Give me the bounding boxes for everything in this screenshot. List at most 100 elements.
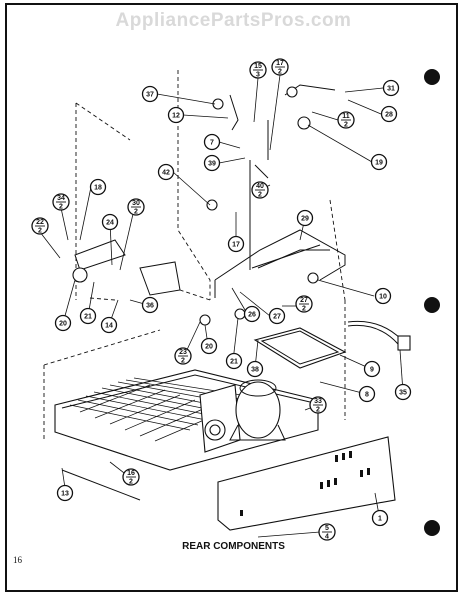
svg-text:23: 23 [179, 349, 187, 356]
svg-text:24: 24 [106, 220, 114, 227]
diagram-caption: REAR COMPONENTS [182, 541, 285, 552]
svg-text:21: 21 [84, 314, 92, 321]
cabinet-outline [43, 70, 346, 440]
svg-text:39: 39 [208, 161, 216, 168]
svg-text:12: 12 [172, 113, 180, 120]
svg-text:37: 37 [146, 92, 154, 99]
svg-text:7: 7 [210, 140, 214, 147]
svg-text:17: 17 [276, 60, 284, 67]
svg-text:2: 2 [59, 204, 63, 211]
svg-text:19: 19 [375, 160, 383, 167]
callout-1: 1 [371, 509, 389, 527]
callout-9: 9 [363, 360, 381, 378]
callout-17: 17 [227, 235, 245, 253]
svg-text:5: 5 [325, 525, 329, 532]
callout-30-2: 302 [127, 198, 145, 216]
svg-text:8: 8 [365, 392, 369, 399]
callout-15-3: 153 [249, 61, 267, 79]
callout-18: 18 [89, 178, 107, 196]
callout-27-2: 272 [295, 295, 313, 313]
svg-text:10: 10 [379, 294, 387, 301]
svg-text:22: 22 [36, 219, 44, 226]
svg-text:28: 28 [385, 112, 393, 119]
svg-text:2: 2 [181, 358, 185, 365]
callout-20a: 20 [54, 314, 72, 332]
svg-text:27: 27 [300, 297, 308, 304]
compressor [229, 379, 286, 441]
callout-26: 26 [243, 305, 261, 323]
svg-text:1: 1 [378, 516, 382, 523]
callout-22-2: 222 [31, 217, 49, 235]
page-number: 16 [13, 555, 22, 565]
callout-24: 24 [101, 213, 119, 231]
svg-text:2: 2 [302, 306, 306, 313]
callout-21a: 21 [79, 307, 97, 325]
callout-21b: 21 [225, 352, 243, 370]
svg-text:42: 42 [162, 170, 170, 177]
callout-39: 39 [203, 154, 221, 172]
callout-42: 42 [157, 163, 175, 181]
rear-wall-panel [214, 229, 346, 298]
svg-text:16: 16 [127, 470, 135, 477]
callout-11-2: 112 [337, 111, 355, 129]
callout-13: 13 [56, 484, 74, 502]
callout-37: 37 [141, 85, 159, 103]
svg-text:27: 27 [273, 314, 281, 321]
svg-text:30: 30 [132, 200, 140, 207]
drain-pan [253, 327, 347, 369]
svg-text:36: 36 [146, 303, 154, 310]
svg-text:26: 26 [248, 312, 256, 319]
grille-panel [217, 436, 396, 531]
callout-34-2: 342 [52, 193, 70, 211]
callout-36: 36 [141, 296, 159, 314]
callout-23-2: 232 [174, 347, 192, 365]
svg-text:2: 2 [316, 407, 320, 414]
callout-33-2: 332 [309, 396, 327, 414]
svg-text:17: 17 [232, 242, 240, 249]
callout-38: 38 [246, 360, 264, 378]
svg-text:21: 21 [230, 359, 238, 366]
svg-text:34: 34 [57, 195, 65, 202]
svg-text:18: 18 [94, 185, 102, 192]
svg-text:2: 2 [134, 209, 138, 216]
svg-text:15: 15 [254, 63, 262, 70]
tubing-and-brackets [61, 84, 336, 501]
svg-text:29: 29 [301, 216, 309, 223]
callout-35: 35 [394, 383, 412, 401]
callout-12: 12 [167, 106, 185, 124]
svg-text:2: 2 [258, 192, 262, 199]
svg-text:2: 2 [278, 69, 282, 76]
svg-text:14: 14 [105, 323, 113, 330]
svg-text:40: 40 [256, 183, 264, 190]
svg-text:2: 2 [38, 228, 42, 235]
callout-16-2: 162 [122, 468, 140, 486]
callout-40-2: 402 [251, 181, 269, 199]
watermark: AppliancePartsPros.com [115, 10, 352, 31]
svg-text:9: 9 [370, 367, 374, 374]
svg-text:38: 38 [251, 367, 259, 374]
power-cord [347, 320, 411, 351]
condenser-fan [199, 384, 241, 453]
callout-31: 31 [382, 79, 400, 97]
svg-text:35: 35 [399, 390, 407, 397]
svg-text:11: 11 [342, 113, 350, 120]
registration-dot-top [424, 69, 440, 85]
callout-28: 28 [380, 105, 398, 123]
registration-dot-bottom [424, 520, 440, 536]
callout-20b: 20 [200, 337, 218, 355]
callout-8: 8 [358, 385, 376, 403]
callout-27a: 27 [268, 307, 286, 325]
svg-text:2: 2 [344, 122, 348, 129]
svg-text:3: 3 [256, 72, 260, 79]
svg-text:33: 33 [314, 398, 322, 405]
svg-text:31: 31 [387, 86, 395, 93]
svg-text:2: 2 [129, 479, 133, 486]
page-frame [5, 3, 458, 592]
svg-text:13: 13 [61, 491, 69, 498]
callout-5-4: 54 [318, 523, 336, 541]
callout-17-2-top: 172 [271, 58, 289, 76]
svg-text:20: 20 [59, 321, 67, 328]
callout-19: 19 [370, 153, 388, 171]
